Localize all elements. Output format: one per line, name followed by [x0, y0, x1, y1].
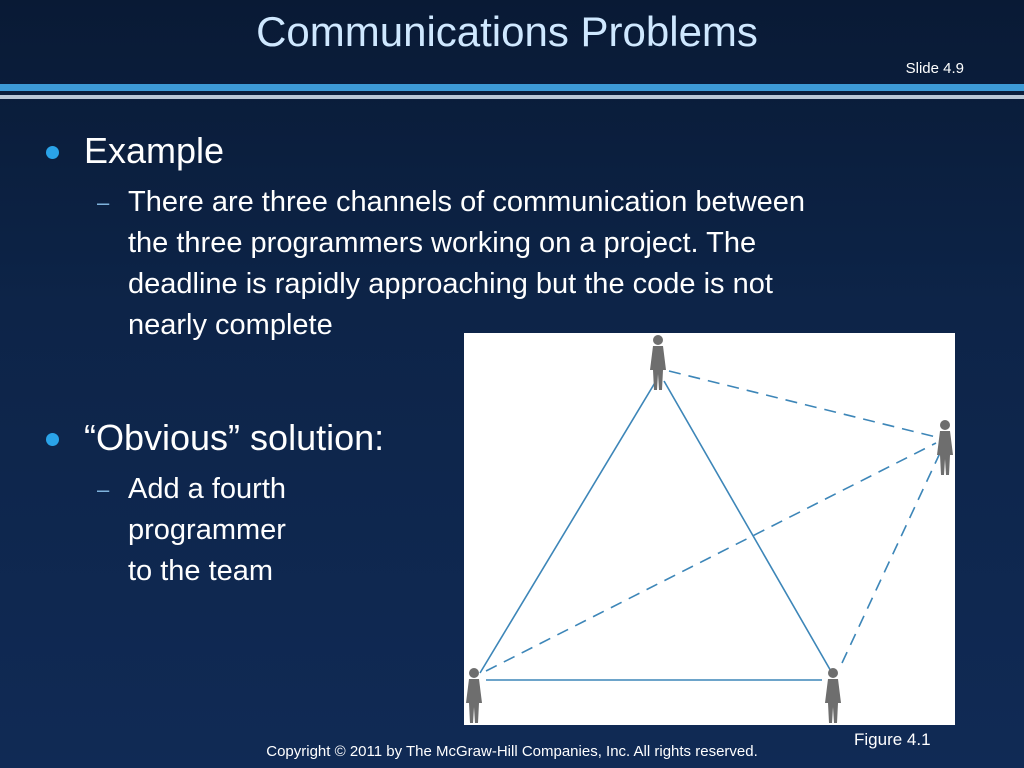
sub-bullet-channels: – There are three channels of communicat… — [97, 182, 806, 346]
sub-line: deadline is rapidly approaching but the … — [128, 268, 773, 300]
slide-number: Slide 4.9 — [905, 60, 964, 77]
bullet-dot-icon — [46, 433, 59, 446]
sub-line: programmer — [128, 514, 286, 546]
bullet-example: Example — [46, 130, 225, 171]
figure-caption: Figure 4.1 — [854, 730, 931, 749]
dash-icon: – — [97, 190, 110, 215]
copyright-footer: Copyright © 2011 by The McGraw-Hill Comp… — [0, 743, 1024, 760]
slide-title: Communications Problems — [256, 8, 758, 55]
dash-icon: – — [97, 477, 110, 502]
sub-line: Add a fourth — [128, 473, 286, 505]
programmer-icon — [466, 668, 482, 723]
header-rule-blue — [0, 84, 1024, 91]
sub-line: to the team — [128, 555, 274, 587]
sub-line: nearly complete — [128, 309, 333, 341]
sub-line: There are three channels of communicatio… — [128, 186, 806, 218]
copyright-text: Copyright © 2011 by The McGraw-Hill Comp… — [266, 743, 758, 760]
channels-diagram — [466, 335, 953, 723]
bullet-dot-icon — [46, 146, 59, 159]
bullet-text: “Obvious” solution: — [84, 417, 385, 458]
channel-line — [663, 380, 833, 674]
new-channel-line — [485, 442, 937, 672]
bullet-text: Example — [84, 130, 225, 171]
new-channel-line — [668, 370, 937, 438]
bullet-obvious-solution: “Obvious” solution: — [46, 417, 385, 458]
header-rule-grey — [0, 95, 1024, 99]
programmer-icon — [937, 420, 953, 475]
channel-line — [479, 380, 657, 674]
programmer-icon — [825, 668, 841, 723]
sub-line: the three programmers working on a proje… — [128, 227, 757, 259]
communication-channels-figure — [464, 333, 955, 725]
new-channel-line — [841, 452, 941, 664]
sub-bullet-add-programmer: – Add a fourth programmer to the team — [97, 469, 286, 592]
